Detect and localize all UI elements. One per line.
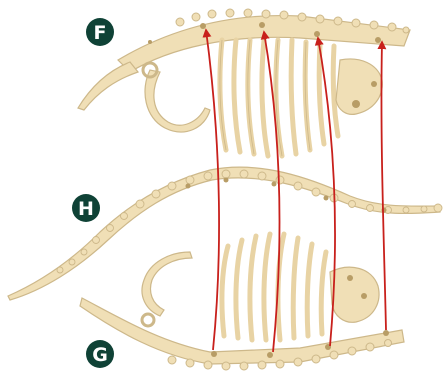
skeleton-middle-h [8, 167, 442, 300]
bottom-scapula [330, 267, 379, 322]
badge-h: H [72, 194, 100, 222]
badge-g: G [86, 340, 114, 368]
bottom-ribs [222, 234, 326, 340]
skeleton-bottom-g [80, 234, 404, 370]
top-jaw-loop [145, 70, 210, 132]
bottom-jaw-loop [142, 252, 192, 316]
arrow-1 [206, 30, 219, 350]
arrow-4 [381, 42, 386, 330]
skeleton-top-f [78, 9, 410, 156]
top-hook [78, 62, 138, 110]
badge-h-label: H [78, 198, 94, 220]
badge-f: F [86, 18, 114, 46]
badge-g-label: G [92, 344, 108, 366]
badge-f-label: F [94, 22, 107, 44]
